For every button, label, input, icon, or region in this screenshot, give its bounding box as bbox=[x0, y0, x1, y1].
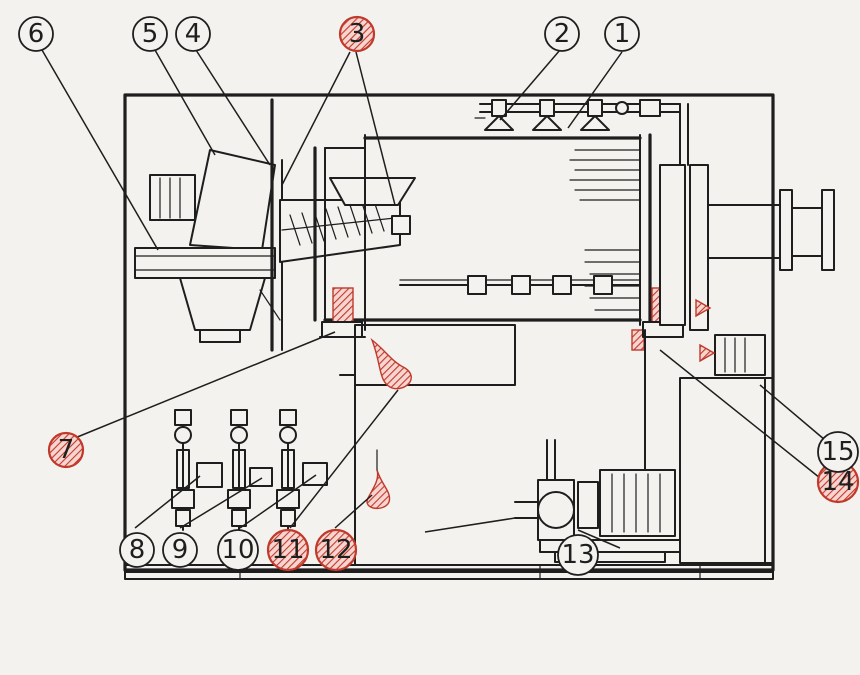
svg-text:15: 15 bbox=[821, 437, 854, 467]
machine-frame bbox=[123, 93, 775, 580]
callout-11: 11 bbox=[266, 528, 310, 572]
svg-text:1: 1 bbox=[614, 19, 631, 49]
drive-motor bbox=[695, 298, 766, 376]
svg-text:6: 6 bbox=[28, 19, 45, 49]
svg-text:2: 2 bbox=[554, 19, 571, 49]
callout-3: 3 bbox=[338, 15, 376, 53]
spray-nozzles bbox=[474, 115, 610, 131]
callout-12: 12 bbox=[314, 528, 358, 572]
bearing-left bbox=[319, 287, 366, 338]
svg-text:7: 7 bbox=[58, 435, 75, 465]
callout-4: 4 bbox=[175, 16, 211, 52]
svg-text:11: 11 bbox=[271, 535, 304, 565]
valve-assembly-2 bbox=[227, 409, 273, 531]
callout-2: 2 bbox=[544, 16, 580, 52]
callout-1: 1 bbox=[604, 16, 640, 52]
callout-6: 6 bbox=[18, 16, 54, 52]
callouts: 1 2 3 4 5 6 7 8 bbox=[18, 15, 860, 576]
spray-header bbox=[479, 99, 689, 166]
spray-hatch-lines bbox=[569, 149, 641, 311]
drive-flange bbox=[659, 164, 835, 331]
callout-8: 8 bbox=[119, 532, 155, 568]
svg-text:12: 12 bbox=[319, 535, 352, 565]
leader-lines bbox=[41, 49, 826, 549]
flow-mark-upper bbox=[370, 337, 412, 390]
svg-text:10: 10 bbox=[221, 535, 254, 565]
inlet-hopper bbox=[149, 149, 276, 251]
pump-unit bbox=[514, 439, 681, 563]
svg-text:3: 3 bbox=[349, 19, 366, 49]
callout-5: 5 bbox=[132, 16, 168, 52]
callout-10: 10 bbox=[217, 529, 259, 571]
drum-tank bbox=[313, 133, 652, 332]
callout-13: 13 bbox=[557, 534, 599, 576]
cabinet-enclosure bbox=[679, 377, 774, 564]
callout-9: 9 bbox=[162, 532, 198, 568]
svg-text:4: 4 bbox=[185, 19, 202, 49]
svg-text:8: 8 bbox=[129, 535, 146, 565]
settling-tank bbox=[339, 324, 646, 566]
valve-assembly-1 bbox=[171, 409, 223, 531]
svg-text:9: 9 bbox=[172, 535, 189, 565]
flow-mark-lower bbox=[366, 449, 391, 509]
callout-15: 15 bbox=[817, 431, 859, 473]
belt-conveyor bbox=[134, 247, 281, 343]
drum-shaft bbox=[399, 275, 641, 295]
valve-assembly-3 bbox=[276, 409, 328, 531]
svg-text:5: 5 bbox=[142, 19, 159, 49]
callout-7: 7 bbox=[47, 431, 85, 469]
svg-text:13: 13 bbox=[561, 540, 594, 570]
